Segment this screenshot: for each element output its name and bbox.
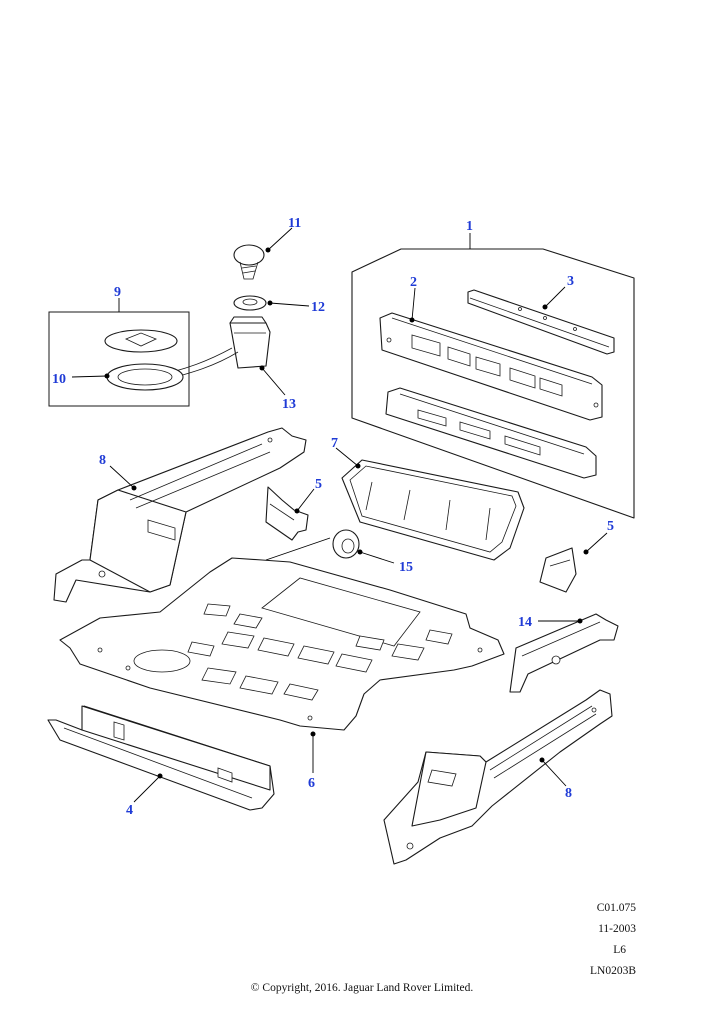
callout-6: 6	[308, 776, 315, 791]
group-frame-9	[48, 311, 190, 407]
part-5-bracket-left	[265, 486, 309, 541]
callout-5-left: 5	[315, 477, 322, 492]
callout-14: 14	[518, 615, 532, 630]
part-2-crossmember-upper	[379, 312, 603, 421]
reference-drawing: LN0203B	[590, 965, 636, 977]
callout-7: 7	[331, 436, 338, 451]
part-4-rear-panel	[47, 705, 275, 811]
callout-11: 11	[288, 216, 301, 231]
part-5-bracket-right	[539, 547, 577, 593]
part-15-grommet	[332, 529, 360, 559]
callout-8-right: 8	[565, 786, 572, 801]
part-12-grommet	[233, 295, 267, 311]
callout-8-left: 8	[99, 453, 106, 468]
part-2-crossmember-lower	[385, 387, 597, 479]
part-14-cross-brace	[509, 613, 619, 693]
part-11-rivet	[233, 244, 265, 280]
callout-4: 4	[126, 803, 133, 818]
callout-1: 1	[466, 219, 473, 234]
copyright-notice: © Copyright, 2016. Jaguar Land Rover Lim…	[250, 982, 474, 994]
reference-level: L6	[613, 944, 626, 956]
part-7-tray	[341, 459, 525, 561]
callout-9: 9	[114, 285, 121, 300]
part-8-side-rail-right	[383, 689, 613, 865]
callout-2: 2	[410, 275, 417, 290]
callout-13: 13	[282, 397, 296, 412]
callout-15: 15	[399, 560, 413, 575]
group-frame-1	[351, 248, 635, 519]
part-6-floor-pan	[59, 557, 505, 731]
part-10-seal-ring	[106, 363, 184, 391]
part-3-strip	[467, 289, 615, 355]
callouts: 1 2 3 4 5 5 6 7 8 8 9 10 11 12 13 14 15	[52, 216, 614, 818]
callout-3: 3	[567, 274, 574, 289]
reference-date: 11-2003	[598, 923, 636, 935]
part-8-side-rail-left	[53, 427, 307, 603]
part-9-cover-plate	[104, 329, 178, 353]
reference-code: C01.075	[596, 902, 636, 914]
callout-5-right: 5	[607, 519, 614, 534]
leader-lines	[71, 227, 608, 803]
callout-10: 10	[52, 372, 66, 387]
callout-12: 12	[311, 300, 325, 315]
